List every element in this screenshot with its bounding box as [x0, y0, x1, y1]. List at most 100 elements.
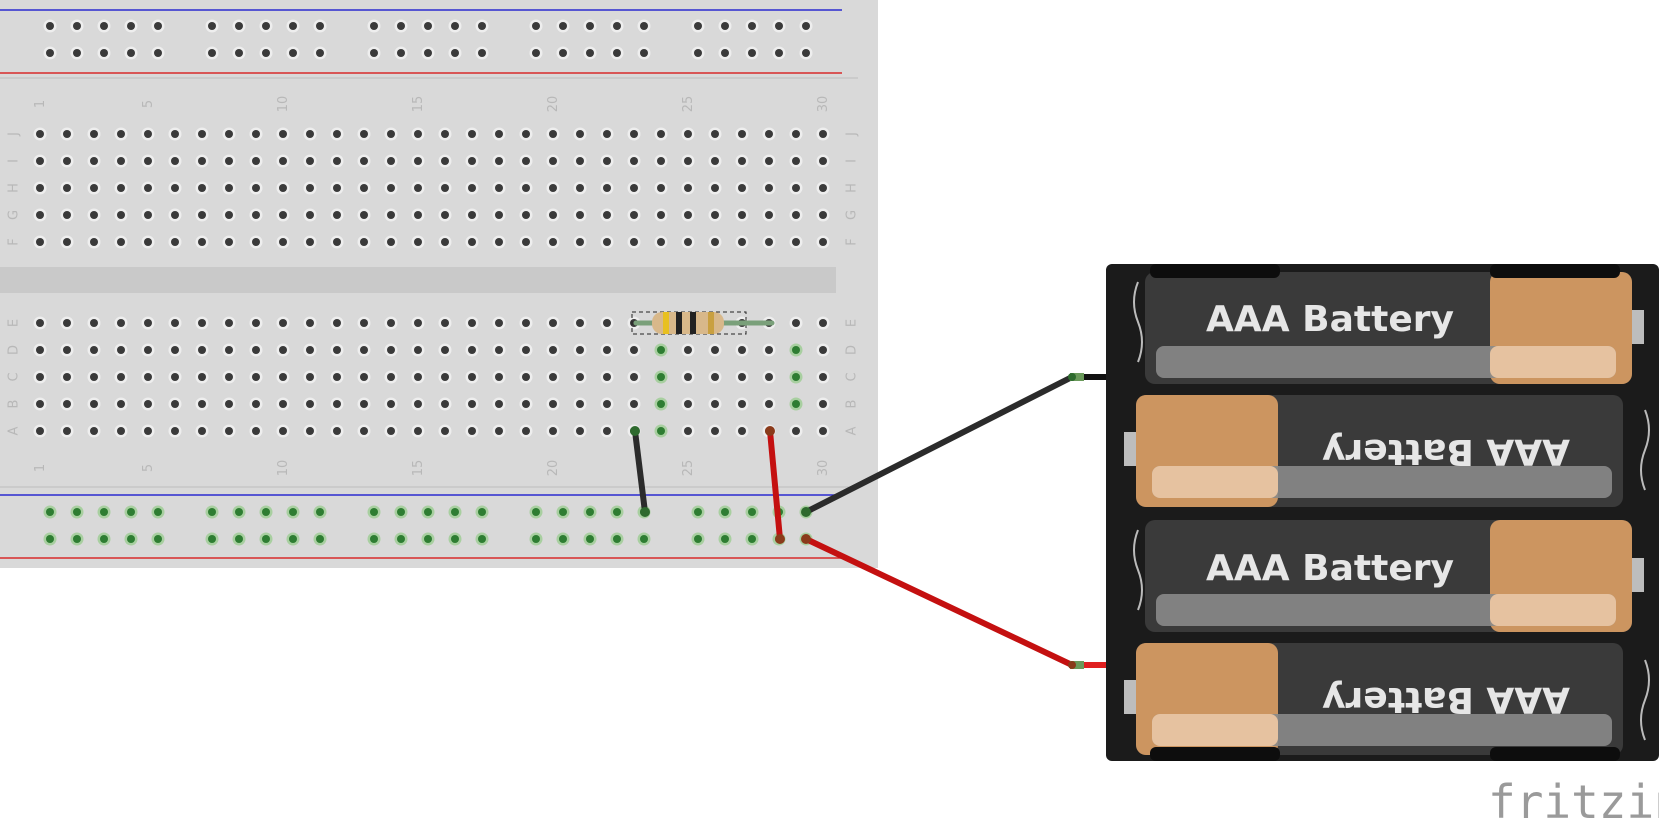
hole-c18[interactable]	[495, 373, 503, 381]
hole-g14[interactable]	[387, 211, 395, 219]
hole-g29[interactable]	[792, 211, 800, 219]
hole-e10[interactable]	[279, 319, 287, 327]
hole-g13[interactable]	[360, 211, 368, 219]
hole-e2[interactable]	[63, 319, 71, 327]
hole-i23[interactable]	[630, 157, 638, 165]
hole-h20[interactable]	[549, 184, 557, 192]
hole-e6[interactable]	[171, 319, 179, 327]
bottom-rail-hole-23[interactable]	[748, 508, 756, 516]
hole-h1[interactable]	[36, 184, 44, 192]
top-rail-hole-14[interactable]	[451, 22, 459, 30]
hole-i30[interactable]	[819, 157, 827, 165]
top-rail-hole-b-25[interactable]	[802, 49, 810, 57]
hole-i2[interactable]	[63, 157, 71, 165]
hole-i15[interactable]	[414, 157, 422, 165]
hole-a27[interactable]	[738, 427, 746, 435]
hole-i12[interactable]	[333, 157, 341, 165]
hole-i10[interactable]	[279, 157, 287, 165]
hole-h8[interactable]	[225, 184, 233, 192]
hole-g22[interactable]	[603, 211, 611, 219]
hole-e15[interactable]	[414, 319, 422, 327]
hole-c10[interactable]	[279, 373, 287, 381]
hole-h17[interactable]	[468, 184, 476, 192]
hole-b4[interactable]	[117, 400, 125, 408]
hole-a22[interactable]	[603, 427, 611, 435]
top-rail-hole-8[interactable]	[262, 22, 270, 30]
bottom-rail-hole-19[interactable]	[613, 508, 621, 516]
hole-c16[interactable]	[441, 373, 449, 381]
hole-e9[interactable]	[252, 319, 260, 327]
hole-f28[interactable]	[765, 238, 773, 246]
bottom-rail-hole-b-17[interactable]	[559, 535, 567, 543]
hole-h22[interactable]	[603, 184, 611, 192]
hole-d16[interactable]	[441, 346, 449, 354]
bottom-rail-hole-17[interactable]	[559, 508, 567, 516]
hole-d10[interactable]	[279, 346, 287, 354]
top-rail-hole-15[interactable]	[478, 22, 486, 30]
bottom-rail-hole-b-3[interactable]	[100, 535, 108, 543]
top-rail-hole-24[interactable]	[775, 22, 783, 30]
hole-i18[interactable]	[495, 157, 503, 165]
hole-b6[interactable]	[171, 400, 179, 408]
hole-a24[interactable]	[657, 427, 665, 435]
hole-f5[interactable]	[144, 238, 152, 246]
hole-e21[interactable]	[576, 319, 584, 327]
hole-b26[interactable]	[711, 400, 719, 408]
battery-negative-wire[interactable]	[803, 374, 1075, 515]
top-rail-hole-1[interactable]	[46, 22, 54, 30]
top-rail-hole-12[interactable]	[397, 22, 405, 30]
hole-g2[interactable]	[63, 211, 71, 219]
hole-f14[interactable]	[387, 238, 395, 246]
hole-h21[interactable]	[576, 184, 584, 192]
bottom-rail-hole-1[interactable]	[46, 508, 54, 516]
top-rail-hole-b-23[interactable]	[748, 49, 756, 57]
bottom-rail-hole-5[interactable]	[154, 508, 162, 516]
hole-h13[interactable]	[360, 184, 368, 192]
hole-e19[interactable]	[522, 319, 530, 327]
top-rail-hole-b-12[interactable]	[397, 49, 405, 57]
hole-h10[interactable]	[279, 184, 287, 192]
bottom-rail-hole-b-19[interactable]	[613, 535, 621, 543]
hole-f6[interactable]	[171, 238, 179, 246]
hole-j4[interactable]	[117, 130, 125, 138]
hole-g4[interactable]	[117, 211, 125, 219]
top-rail-hole-17[interactable]	[559, 22, 567, 30]
hole-i11[interactable]	[306, 157, 314, 165]
hole-i29[interactable]	[792, 157, 800, 165]
hole-j10[interactable]	[279, 130, 287, 138]
hole-a17[interactable]	[468, 427, 476, 435]
top-rail-hole-b-1[interactable]	[46, 49, 54, 57]
hole-f16[interactable]	[441, 238, 449, 246]
hole-h6[interactable]	[171, 184, 179, 192]
bottom-rail-hole-9[interactable]	[289, 508, 297, 516]
hole-j26[interactable]	[711, 130, 719, 138]
hole-d28[interactable]	[765, 346, 773, 354]
top-rail-hole-13[interactable]	[424, 22, 432, 30]
hole-h4[interactable]	[117, 184, 125, 192]
top-rail-hole-b-15[interactable]	[478, 49, 486, 57]
top-rail-hole-b-10[interactable]	[316, 49, 324, 57]
hole-i4[interactable]	[117, 157, 125, 165]
hole-h12[interactable]	[333, 184, 341, 192]
bottom-rail-hole-b-12[interactable]	[397, 535, 405, 543]
hole-f2[interactable]	[63, 238, 71, 246]
hole-c25[interactable]	[684, 373, 692, 381]
hole-c4[interactable]	[117, 373, 125, 381]
hole-b27[interactable]	[738, 400, 746, 408]
hole-h29[interactable]	[792, 184, 800, 192]
hole-a7[interactable]	[198, 427, 206, 435]
hole-g11[interactable]	[306, 211, 314, 219]
hole-b21[interactable]	[576, 400, 584, 408]
hole-b29[interactable]	[792, 400, 800, 408]
black-jumper-wire[interactable]	[632, 428, 648, 515]
hole-h27[interactable]	[738, 184, 746, 192]
hole-i21[interactable]	[576, 157, 584, 165]
hole-f10[interactable]	[279, 238, 287, 246]
battery-positive-wire[interactable]	[803, 536, 1075, 668]
hole-c21[interactable]	[576, 373, 584, 381]
hole-i19[interactable]	[522, 157, 530, 165]
hole-g6[interactable]	[171, 211, 179, 219]
hole-c19[interactable]	[522, 373, 530, 381]
hole-h30[interactable]	[819, 184, 827, 192]
hole-c11[interactable]	[306, 373, 314, 381]
